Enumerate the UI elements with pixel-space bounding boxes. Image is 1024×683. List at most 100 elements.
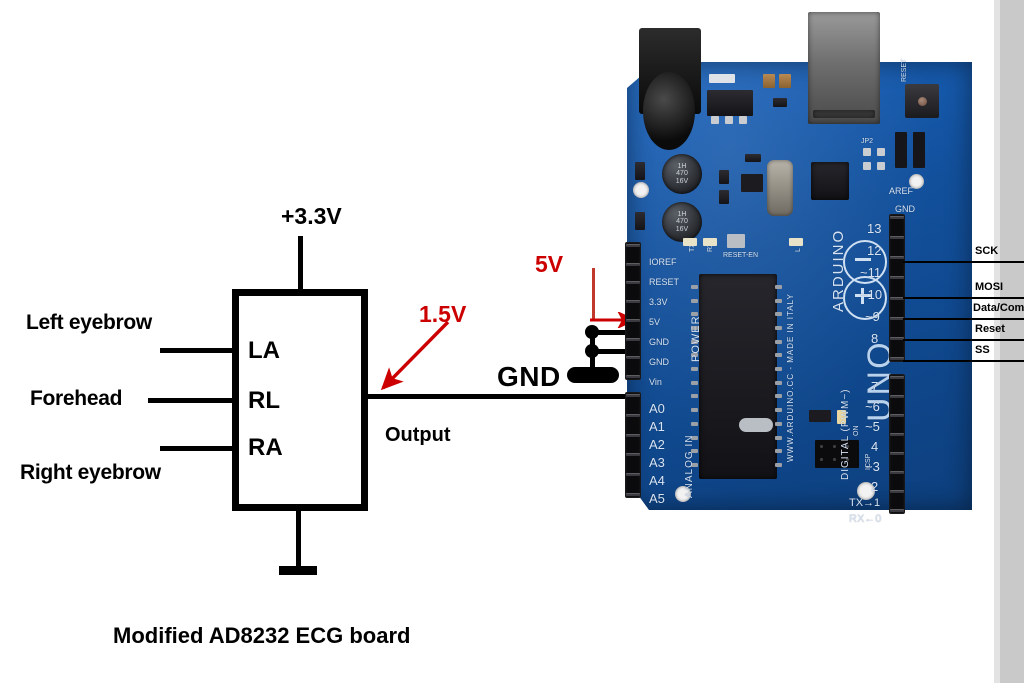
usb-connector xyxy=(808,12,880,124)
crystal-oscillator xyxy=(767,160,793,216)
spi-leader-ss xyxy=(903,360,1024,362)
ecg-board-box xyxy=(232,289,368,511)
analog-group-silk: ANALOG IN xyxy=(684,434,695,498)
electrode-wire-la xyxy=(160,348,235,353)
digital-pin-7: 7 xyxy=(871,379,879,394)
digital-pin-13: 13 xyxy=(867,221,882,236)
icsp-header xyxy=(815,440,859,468)
on-silk-label: ON xyxy=(853,425,860,437)
mounting-hole xyxy=(857,482,875,500)
annotation-label-5v: 5V xyxy=(535,251,564,277)
digital-pin-6: ~6 xyxy=(865,399,880,414)
mounting-hole xyxy=(633,182,649,198)
power-pin-5v: 5V xyxy=(649,317,661,327)
spi-label-mosi: MOSI xyxy=(975,281,1004,293)
power-pin-reset: RESET xyxy=(649,277,680,287)
analog-header-pins xyxy=(625,392,641,498)
smd-component xyxy=(745,154,761,162)
power-pin-3v3: 3.3V xyxy=(649,297,668,307)
electrode-wire-rl xyxy=(148,398,235,403)
regulator-pad xyxy=(725,116,733,124)
power-group-silk: POWER xyxy=(690,315,702,362)
arduino-logo-ring-right xyxy=(843,276,887,320)
smd-resistor xyxy=(739,418,773,432)
digital-pin-10: ~10 xyxy=(860,287,883,302)
arduino-logo-plus-v xyxy=(861,288,864,304)
regulator-pad xyxy=(711,116,719,124)
spi-label-sck: SCK xyxy=(975,245,999,257)
gnd-silk-label: GND xyxy=(895,204,915,214)
ecg-ground-symbol xyxy=(279,566,317,575)
power-pin-ioref: IOREF xyxy=(649,257,677,267)
electrode-wire-ra xyxy=(160,446,235,451)
electrode-label-left-eyebrow: Left eyebrow xyxy=(26,311,152,334)
digital-group-silk: DIGITAL (PWM~) xyxy=(840,388,851,481)
analog-header[interactable] xyxy=(625,392,641,498)
smd-diode xyxy=(763,74,775,88)
tx-led xyxy=(683,238,697,246)
electrode-label-right-eyebrow: Right eyebrow xyxy=(20,461,161,484)
aref-silk-label: AREF xyxy=(889,186,914,196)
digital-pin-2: 2 xyxy=(871,479,879,494)
electrode-label-forehead: Forehead xyxy=(30,387,123,410)
smd-pad xyxy=(863,148,871,156)
reset-en-silk: RESET-EN xyxy=(723,252,759,259)
analog-pin-a5: A5 xyxy=(649,491,665,506)
right-edge-strip xyxy=(1000,0,1024,683)
spi-leader-mosi xyxy=(903,297,1024,299)
smd-component xyxy=(809,410,831,422)
spi-label-ss: SS xyxy=(975,344,990,356)
gnd-symbol-pad xyxy=(567,367,619,383)
digital-pin-5: ~5 xyxy=(865,419,880,434)
digital-pin-3: ~3 xyxy=(865,459,880,474)
ecg-pin-la: LA xyxy=(248,337,280,364)
gnd-wire-upper xyxy=(592,330,634,335)
arduino-url-silk: WWW.ARDUINO.CC - MADE IN ITALY xyxy=(786,293,795,462)
spi-leader-sck xyxy=(903,261,1024,263)
digital-header-upper[interactable] xyxy=(889,214,905,362)
annotation-arrow-1v5 xyxy=(380,320,450,391)
smd-pad xyxy=(877,148,885,156)
smd-pad xyxy=(863,162,871,170)
ecg-ground-wire xyxy=(296,508,301,568)
smd-component xyxy=(709,74,735,83)
analog-pin-a2: A2 xyxy=(649,437,665,452)
jp-silk-label: JP2 xyxy=(861,138,874,145)
digital-pin-8: 8 xyxy=(871,331,879,346)
gnd-junction-dot-lower xyxy=(585,344,599,358)
digital-pin-tx1: TX→1 xyxy=(849,497,881,509)
diagram-caption: Modified AD8232 ECG board xyxy=(113,623,411,648)
power-jack-barrel xyxy=(643,72,695,150)
spi-leader-datacomm xyxy=(903,318,1024,320)
power-pin-gnd-1: GND xyxy=(649,337,669,347)
power-header[interactable] xyxy=(625,242,641,380)
analog-pin-a3: A3 xyxy=(649,455,665,470)
l-silk-label: L xyxy=(795,248,802,252)
annotation-5v-wire-vertical xyxy=(592,268,595,320)
spi-label-reset: Reset xyxy=(975,323,1005,335)
l-led xyxy=(789,238,803,246)
arduino-logo-minus xyxy=(855,258,871,261)
digital-header-lower[interactable] xyxy=(889,374,905,514)
regulator-pad xyxy=(739,116,747,124)
power-pin-gnd-2: GND xyxy=(649,357,669,367)
arduino-brand-silk: ARDUINO xyxy=(830,228,847,312)
voltage-regulator xyxy=(707,90,753,116)
analog-pin-a0: A0 xyxy=(649,401,665,416)
output-wire xyxy=(365,394,633,399)
analog-pin-a1: A1 xyxy=(649,419,665,434)
smd-component xyxy=(719,190,729,204)
on-led xyxy=(837,410,846,424)
smd-component xyxy=(727,234,745,248)
reset-button[interactable] xyxy=(905,84,939,118)
gnd-wire-lower xyxy=(592,349,634,354)
smd-component xyxy=(773,98,787,107)
right-edge-strip-inner xyxy=(994,0,1000,683)
chip-legs-left xyxy=(691,280,698,472)
digital-pin-9: ~9 xyxy=(865,309,880,324)
mounting-hole xyxy=(909,174,924,189)
